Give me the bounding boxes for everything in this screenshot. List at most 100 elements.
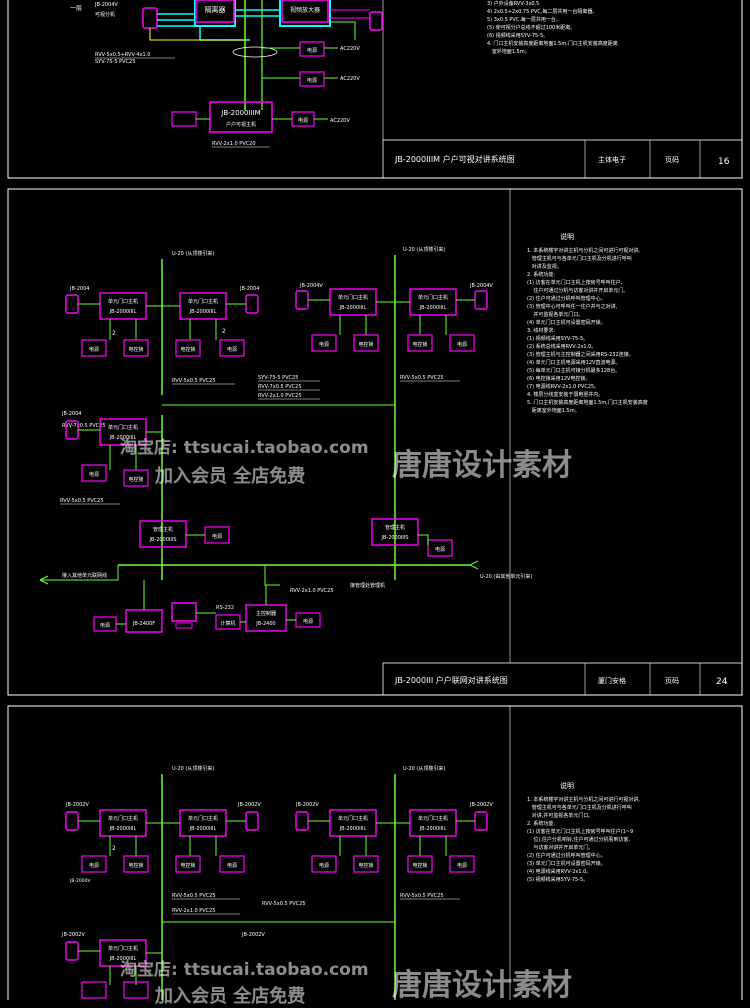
sheet-3-notes: 1. 本系统楼宇对讲主机与分机之间可进行可视对讲, 管理主机可与各单元门口主机及… xyxy=(527,797,640,883)
svg-text:JB-2004V: JB-2004V xyxy=(469,283,493,289)
handset-icon xyxy=(65,811,79,831)
svg-text:电源: 电源 xyxy=(298,117,308,124)
power-supply-box xyxy=(299,41,325,57)
svg-text:RVV-2x1.0 PVC25: RVV-2x1.0 PVC25 xyxy=(258,393,302,399)
svg-text:2: 2 xyxy=(112,330,116,337)
svg-text:可视分机: 可视分机 xyxy=(95,11,115,18)
svg-text:JB-2002V: JB-2002V xyxy=(65,802,89,808)
isolator-label: 隔离器 xyxy=(205,5,226,14)
svg-text:JB-2000IIIL: JB-2000IIIL xyxy=(109,826,137,832)
svg-text:单元门口主机: 单元门口主机 xyxy=(188,298,218,305)
video-amplifier-box xyxy=(279,0,331,27)
svg-text:JB-2000IIIS: JB-2000IIIS xyxy=(148,537,176,543)
svg-text:JB-2002V: JB-2002V xyxy=(469,802,493,808)
svg-text:U-20 (从顶楼引来): U-20 (从顶楼引来) xyxy=(172,250,214,257)
svg-text:JB-2000IIIL: JB-2000IIIL xyxy=(339,826,367,832)
svg-text:SYV-75-5 PVC25: SYV-75-5 PVC25 xyxy=(258,375,298,381)
master-station-box xyxy=(209,101,273,133)
svg-text:单元门口主机: 单元门口主机 xyxy=(188,815,218,822)
svg-text:一层: 一层 xyxy=(70,5,82,12)
guard-station-1 xyxy=(139,520,187,548)
svg-text:JB-2004: JB-2004 xyxy=(239,286,259,292)
power-supply-box xyxy=(299,71,325,87)
svg-text:JB-2400F: JB-2400F xyxy=(132,621,155,627)
svg-text:RVV-5x0.5 PVC25: RVV-5x0.5 PVC25 xyxy=(400,375,444,381)
sheet-1-diagram: 一层 JB-2004V 可视分机 隔离器 视频放大器 RVV-5x0.5+RVV… xyxy=(7,0,743,179)
handset-icon xyxy=(474,811,488,831)
watermark-shop: 淘宝店: ttsucai.taobao.com xyxy=(120,438,369,458)
svg-text:管理主机: 管理主机 xyxy=(153,526,173,533)
sheet-1-frame xyxy=(7,0,743,179)
drawing-sheet-1: 一层 JB-2004V 可视分机 隔离器 视频放大器 RVV-5x0.5+RVV… xyxy=(0,0,750,185)
svg-text:JB-2000IIIL: JB-2000IIIL xyxy=(109,435,137,441)
svg-text:电源: 电源 xyxy=(319,341,329,348)
svg-text:电控锁: 电控锁 xyxy=(412,862,427,869)
svg-text:单元门口主机: 单元门口主机 xyxy=(108,945,138,952)
svg-text:电源: 电源 xyxy=(435,546,445,553)
svg-text:电控锁: 电控锁 xyxy=(412,341,427,348)
sheet-title: JB-2000III 户户联网对讲系统图 xyxy=(394,675,508,685)
svg-text:JB-2000IIIS: JB-2000IIIS xyxy=(380,535,408,541)
svg-text:单元门口主机: 单元门口主机 xyxy=(108,815,138,822)
svg-text:RVV-5x0.5 PVC25: RVV-5x0.5 PVC25 xyxy=(400,893,444,899)
svg-text:电控锁: 电控锁 xyxy=(128,862,143,869)
svg-text:JB-2000IIIL: JB-2000IIIL xyxy=(189,826,217,832)
svg-text:2: 2 xyxy=(112,845,116,852)
svg-text:厦门安格: 厦门安格 xyxy=(598,676,626,685)
svg-text:U-20 (从顶楼引来): U-20 (从顶楼引来) xyxy=(403,765,445,772)
guard-station-2 xyxy=(371,518,419,546)
notes-title: 说明 xyxy=(560,782,574,790)
svg-text:RVV-2x1.0 PVC25: RVV-2x1.0 PVC25 xyxy=(290,588,334,594)
svg-text:接管理处管理机: 接管理处管理机 xyxy=(350,582,385,589)
drawing-sheet-2: U-20 (从顶楼引来) U-20 (从顶楼引来) JB-2004 JB-200… xyxy=(0,185,750,700)
handset-icon xyxy=(245,811,259,831)
sheet-3-frame xyxy=(7,705,743,1008)
svg-text:主体电子: 主体电子 xyxy=(598,155,626,164)
svg-text:JB-2000IIIL: JB-2000IIIL xyxy=(339,305,367,311)
svg-text:RVV-5x0.5 PVC25: RVV-5x0.5 PVC25 xyxy=(172,893,216,899)
svg-text:JB-2004: JB-2004 xyxy=(61,411,81,417)
svg-text:电源: 电源 xyxy=(89,471,99,478)
sheet-2-notes: 1. 本系统楼宇对讲主机与分机之间可进行可视对讲, 管理主机可与各单元门口主机及… xyxy=(527,248,648,414)
svg-text:单元门口主机: 单元门口主机 xyxy=(108,424,138,431)
svg-text:管理主机: 管理主机 xyxy=(385,524,405,531)
door-station-b xyxy=(179,292,227,320)
cable-label: RVV-5x0.5+RVV-4x1.0 xyxy=(95,52,150,58)
svg-text:单元门口主机: 单元门口主机 xyxy=(338,294,368,301)
svg-text:单元门口主机: 单元门口主机 xyxy=(108,298,138,305)
svg-text:JB-2004: JB-2004 xyxy=(69,286,89,292)
drawing-sheet-3: U-20 (从顶楼引来) U-20 (从顶楼引来) JB-2002V JB-20… xyxy=(0,700,750,1008)
svg-text:接入其他单元联网线: 接入其他单元联网线 xyxy=(62,572,107,579)
svg-text:U-20 (由其他单元引来): U-20 (由其他单元引来) xyxy=(480,573,532,580)
door-station-c xyxy=(329,288,377,316)
svg-text:JB-2000IIIL: JB-2000IIIL xyxy=(109,956,137,962)
svg-text:JB-2000IIIL: JB-2000IIIL xyxy=(189,309,217,315)
page-number: 16 xyxy=(718,157,730,167)
svg-text:JB-2002V: JB-2002V xyxy=(295,802,319,808)
handset-icon xyxy=(65,294,79,314)
svg-text:U-20 (从顶楼引来): U-20 (从顶楼引来) xyxy=(403,246,445,253)
svg-text:电源: 电源 xyxy=(89,862,99,869)
svg-text:电源: 电源 xyxy=(227,346,237,353)
svg-text:电源: 电源 xyxy=(303,618,313,625)
svg-text:电源: 电源 xyxy=(212,533,222,540)
watermark-member: 加入会员 全店免费 xyxy=(155,986,306,1007)
svg-text:RS-232: RS-232 xyxy=(216,605,234,611)
svg-text:电控锁: 电控锁 xyxy=(180,862,195,869)
svg-text:页码: 页码 xyxy=(665,677,679,685)
svg-text:RVV-7x0.5 PVC25: RVV-7x0.5 PVC25 xyxy=(62,423,106,429)
svg-text:电控锁: 电控锁 xyxy=(128,346,143,353)
handset-icon xyxy=(65,941,79,961)
svg-text:2: 2 xyxy=(222,328,226,335)
sheet-2-frame xyxy=(7,188,743,696)
title-block xyxy=(382,139,743,179)
svg-text:RVV-5x0.5 PVC25: RVV-5x0.5 PVC25 xyxy=(172,378,216,384)
svg-text:单元门口主机: 单元门口主机 xyxy=(418,815,448,822)
svg-text:电源: 电源 xyxy=(457,862,467,869)
sheet-1-notes: 3) 户外设备RVV-3x0.5 4) 2x0.5+2x0.75 PVC,每二层… xyxy=(487,1,618,55)
svg-text:JB-2000IIIL: JB-2000IIIL xyxy=(419,826,447,832)
main-controller-box xyxy=(245,604,287,632)
intercom-handset-icon xyxy=(142,7,158,29)
svg-text:电源: 电源 xyxy=(227,862,237,869)
lock-box xyxy=(123,339,149,357)
